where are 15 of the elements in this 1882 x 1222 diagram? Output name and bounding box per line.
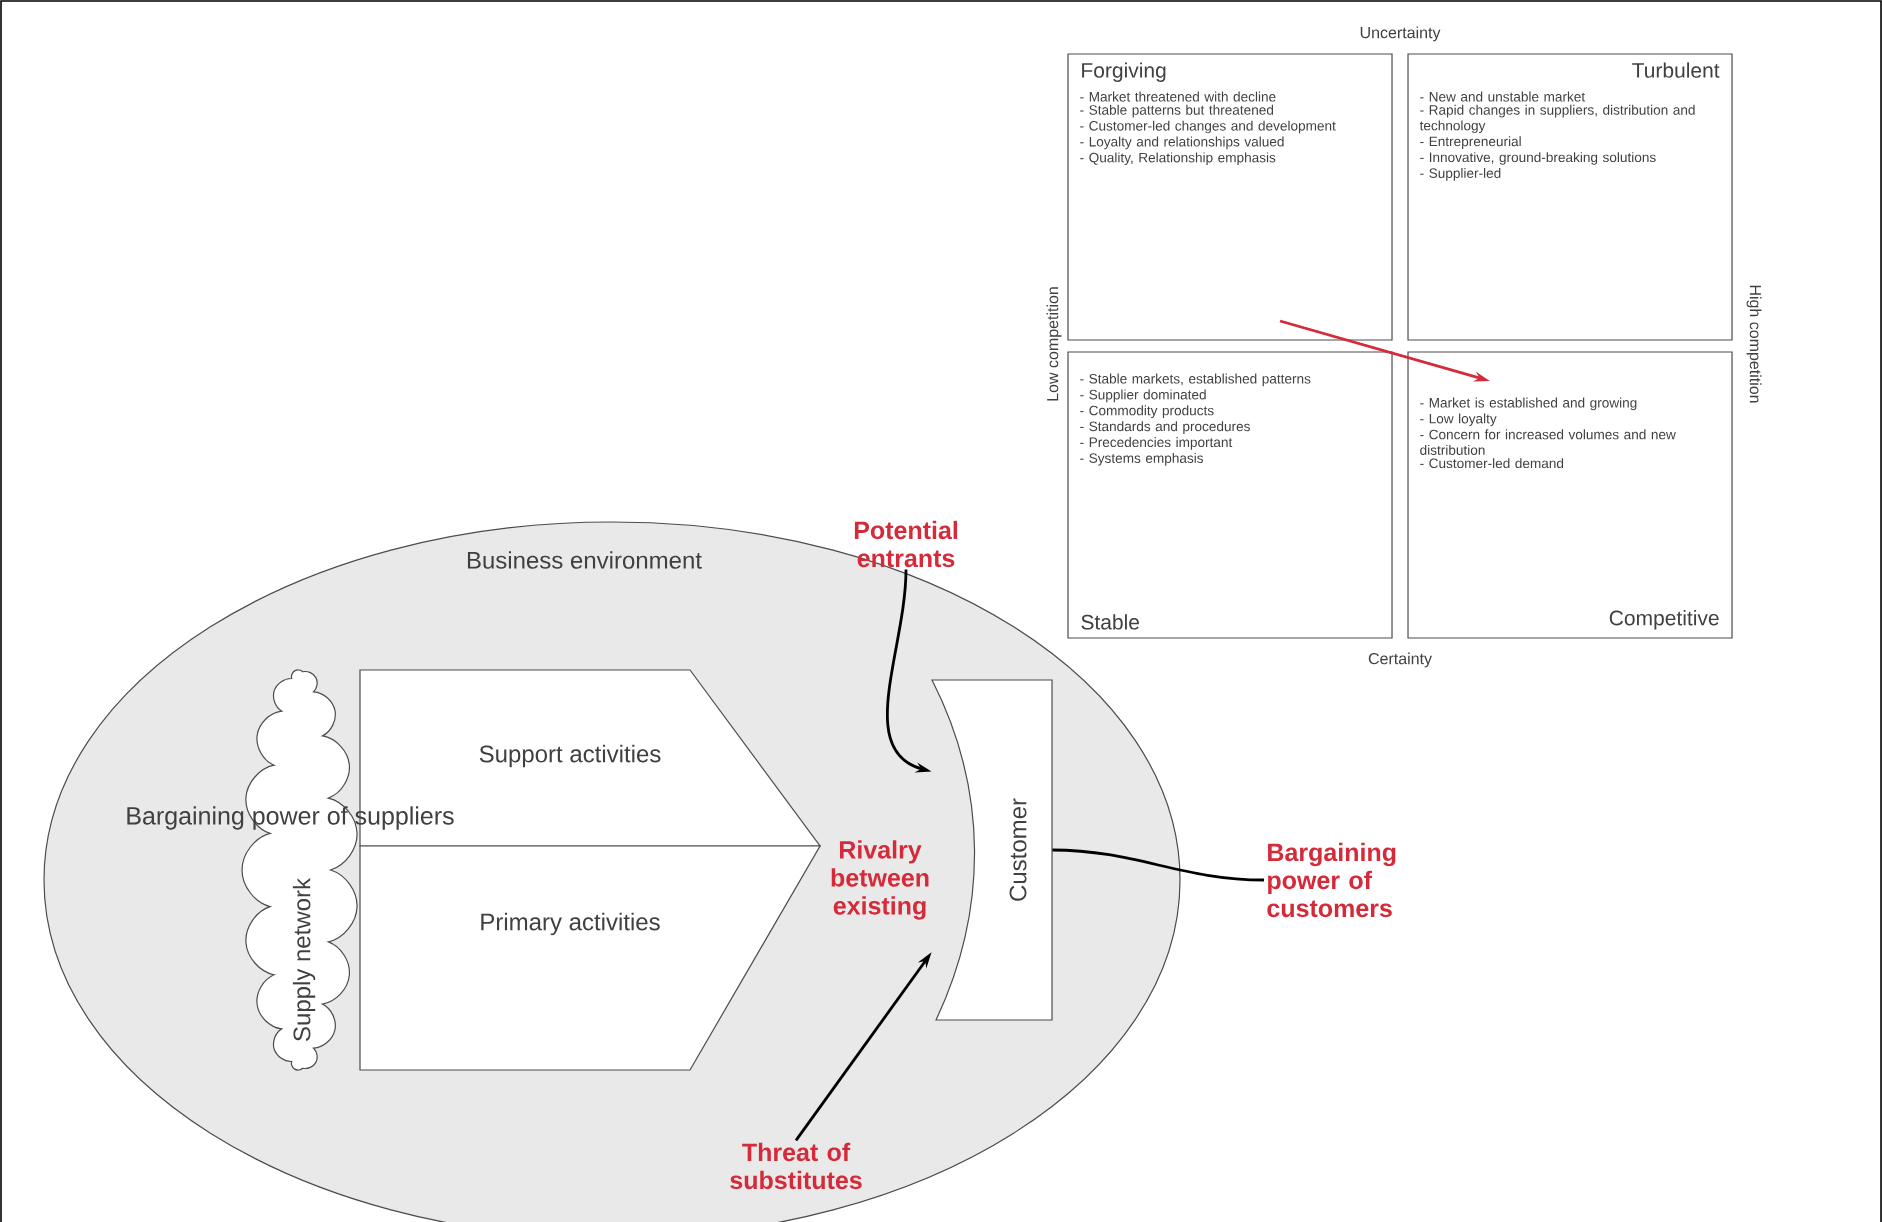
force-label: Threat of substitutes xyxy=(730,1142,862,1190)
axis-label: Uncertainty xyxy=(1360,26,1441,42)
activity-band: Primary activities xyxy=(359,845,822,1071)
axis-label: Low competition xyxy=(1046,287,1062,401)
ellipse-heading: Business environment xyxy=(467,551,702,569)
force-label: Bargaining power of customers xyxy=(1267,842,1396,918)
axis-label: High competition xyxy=(1746,285,1762,403)
quadrant-heading: Turbulent xyxy=(1632,62,1720,78)
force-label: Potential entrants xyxy=(854,520,958,568)
force-label: Rivalry between existing xyxy=(831,840,929,920)
quadrant-heading: Competitive xyxy=(1609,610,1719,630)
customer-box: Customer xyxy=(931,679,1053,1021)
quadrant-heading: Forgiving xyxy=(1082,62,1166,82)
quadrant-heading: Stable xyxy=(1081,614,1139,630)
axis-label: Certainty xyxy=(1368,652,1432,668)
